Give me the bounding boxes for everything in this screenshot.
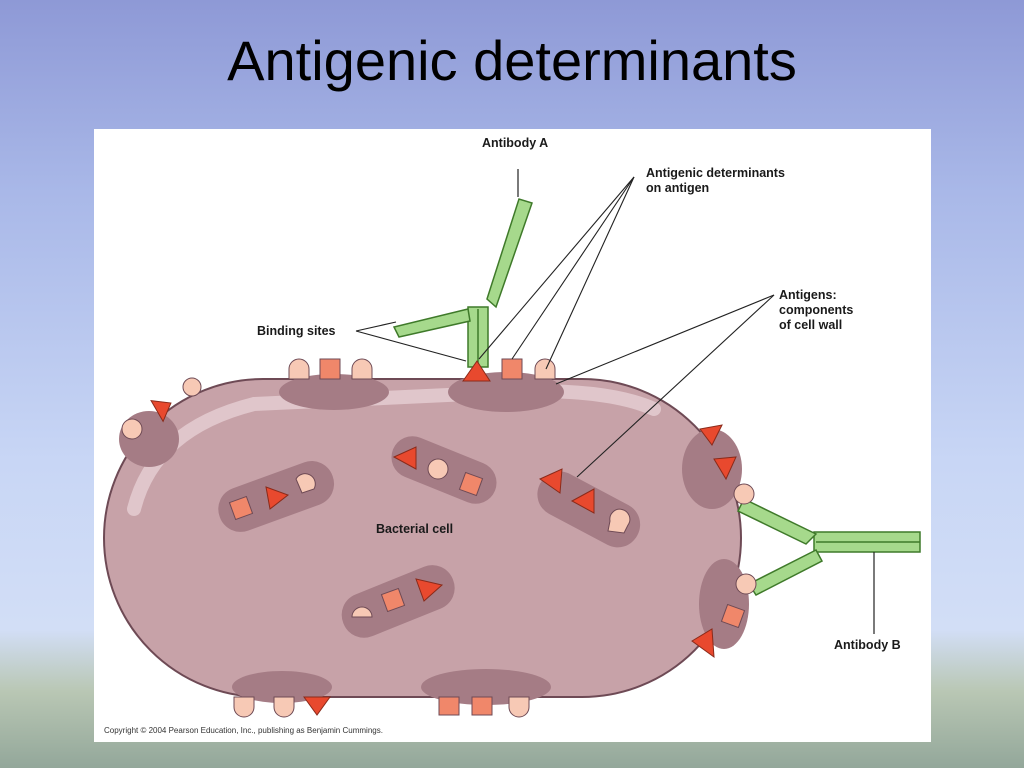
binding-sites-label: Binding sites [257,324,336,338]
slide-title: Antigenic determinants [227,29,797,92]
bacterial-cell-label: Bacterial cell [376,522,454,536]
antibody-b [736,498,921,596]
antigenic-determinants-label: Antigenic determinants on antigen [646,166,785,195]
diagram-figure: Antibody A Antigenic determinants on ant… [94,129,931,742]
antibody-a [392,198,533,368]
antibody-b-label: Antibody B [834,638,901,652]
copyright-notice: Copyright © 2004 Pearson Education, Inc.… [104,726,383,735]
leader-lines [355,176,775,478]
surface-antigens-top [121,358,757,718]
cell-wall-patches [119,372,749,705]
antibody-a-label: Antibody A [482,136,549,150]
interior-antigens [228,446,631,618]
bacterial-cell-body [103,378,742,698]
antigens-label: Antigens: components of cell wall [779,288,854,332]
bacterial-cell-diagram [103,169,921,718]
